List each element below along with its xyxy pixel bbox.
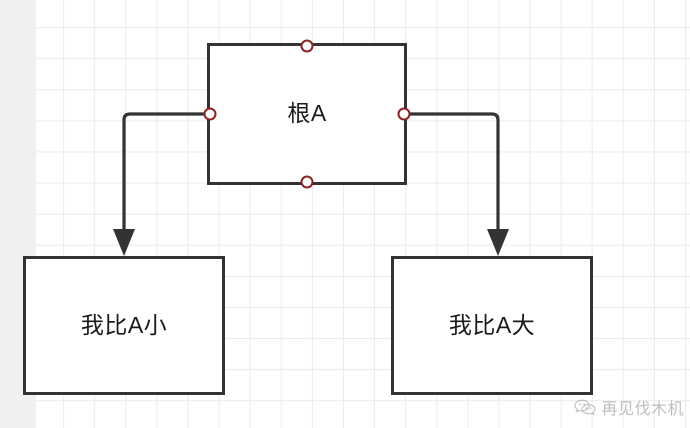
watermark-text: 再见伐木机 [601, 401, 684, 418]
node-root[interactable]: 根A [203, 39, 411, 189]
anchor-point-bottom[interactable] [300, 175, 314, 189]
node-left-child[interactable]: 我比A小 [23, 256, 225, 395]
anchor-point-left[interactable] [203, 107, 217, 121]
connector-root-to-right-child-line[interactable] [407, 112, 500, 238]
anchor-point-top[interactable] [300, 39, 314, 53]
connector-root-to-left-child-line[interactable] [122, 112, 207, 238]
node-right-child[interactable]: 我比A大 [391, 256, 593, 395]
node-right-child-label: 我比A大 [448, 311, 536, 338]
watermark: 再见伐木机 [574, 395, 684, 419]
anchor-point-right[interactable] [397, 107, 411, 121]
node-root-label: 根A [287, 100, 327, 127]
node-left-child-label: 我比A小 [80, 311, 168, 338]
wechat-logo-icon [574, 399, 597, 415]
